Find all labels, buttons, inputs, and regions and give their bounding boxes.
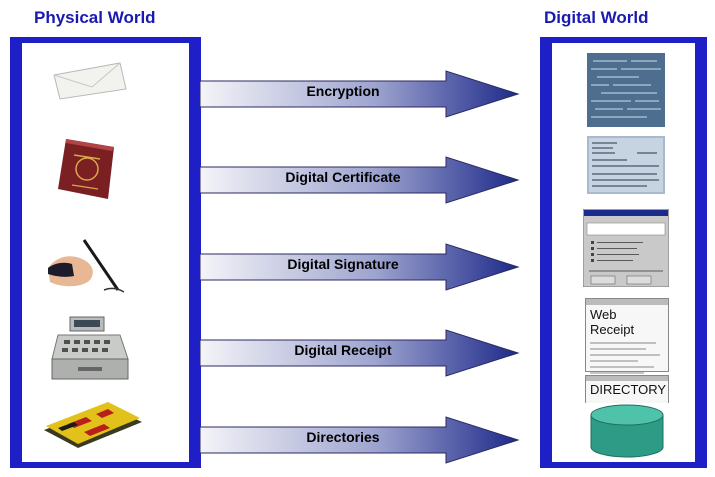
physical-world-panel-inner [22, 43, 189, 462]
digital-world-panel: Web Receipt DIRECTORY [540, 37, 707, 468]
arrow-shape [199, 243, 520, 291]
database-cylinder-icon [585, 403, 669, 459]
arrow-label: Digital Receipt [294, 342, 392, 358]
arrow-directories: Directories [198, 415, 520, 465]
arrow-digital-certificate: Digital Certificate [198, 155, 520, 205]
arrow-digital-signature: Digital Signature [198, 242, 520, 292]
arrow-encryption: Encryption [198, 69, 520, 119]
envelope-icon [53, 62, 127, 100]
arrow-label: Encryption [306, 83, 380, 99]
cash-register-icon [51, 316, 129, 380]
physical-world-panel [10, 37, 201, 468]
signature-dialog-thumbnail [583, 209, 669, 287]
certificate-thumbnail [587, 136, 665, 194]
digital-world-panel-inner: Web Receipt DIRECTORY [552, 43, 695, 462]
directory-title: DIRECTORY [590, 382, 667, 397]
arrow-shape [199, 329, 520, 377]
window-titlebar [586, 376, 668, 381]
receipt-form-lines [590, 342, 660, 374]
window-titlebar [586, 299, 668, 305]
arrow-label: Digital Certificate [285, 169, 401, 185]
arrow-digital-receipt: Digital Receipt [198, 328, 520, 378]
passport-icon [58, 139, 114, 199]
arrow-label: Directories [306, 429, 380, 445]
arrow-shape [199, 156, 520, 204]
encrypted-text-thumbnail [587, 53, 665, 127]
arrow-label: Digital Signature [287, 256, 399, 272]
web-receipt-thumbnail: Web Receipt [585, 298, 669, 374]
signing-hand-icon [48, 239, 125, 293]
physical-world-heading: Physical World [34, 8, 156, 27]
web-receipt-title: Web Receipt [590, 307, 635, 337]
arrow-shape [199, 416, 520, 464]
digital-world-heading: Digital World [544, 8, 649, 27]
directory-book-icon [44, 402, 142, 448]
arrow-shape [199, 70, 520, 118]
